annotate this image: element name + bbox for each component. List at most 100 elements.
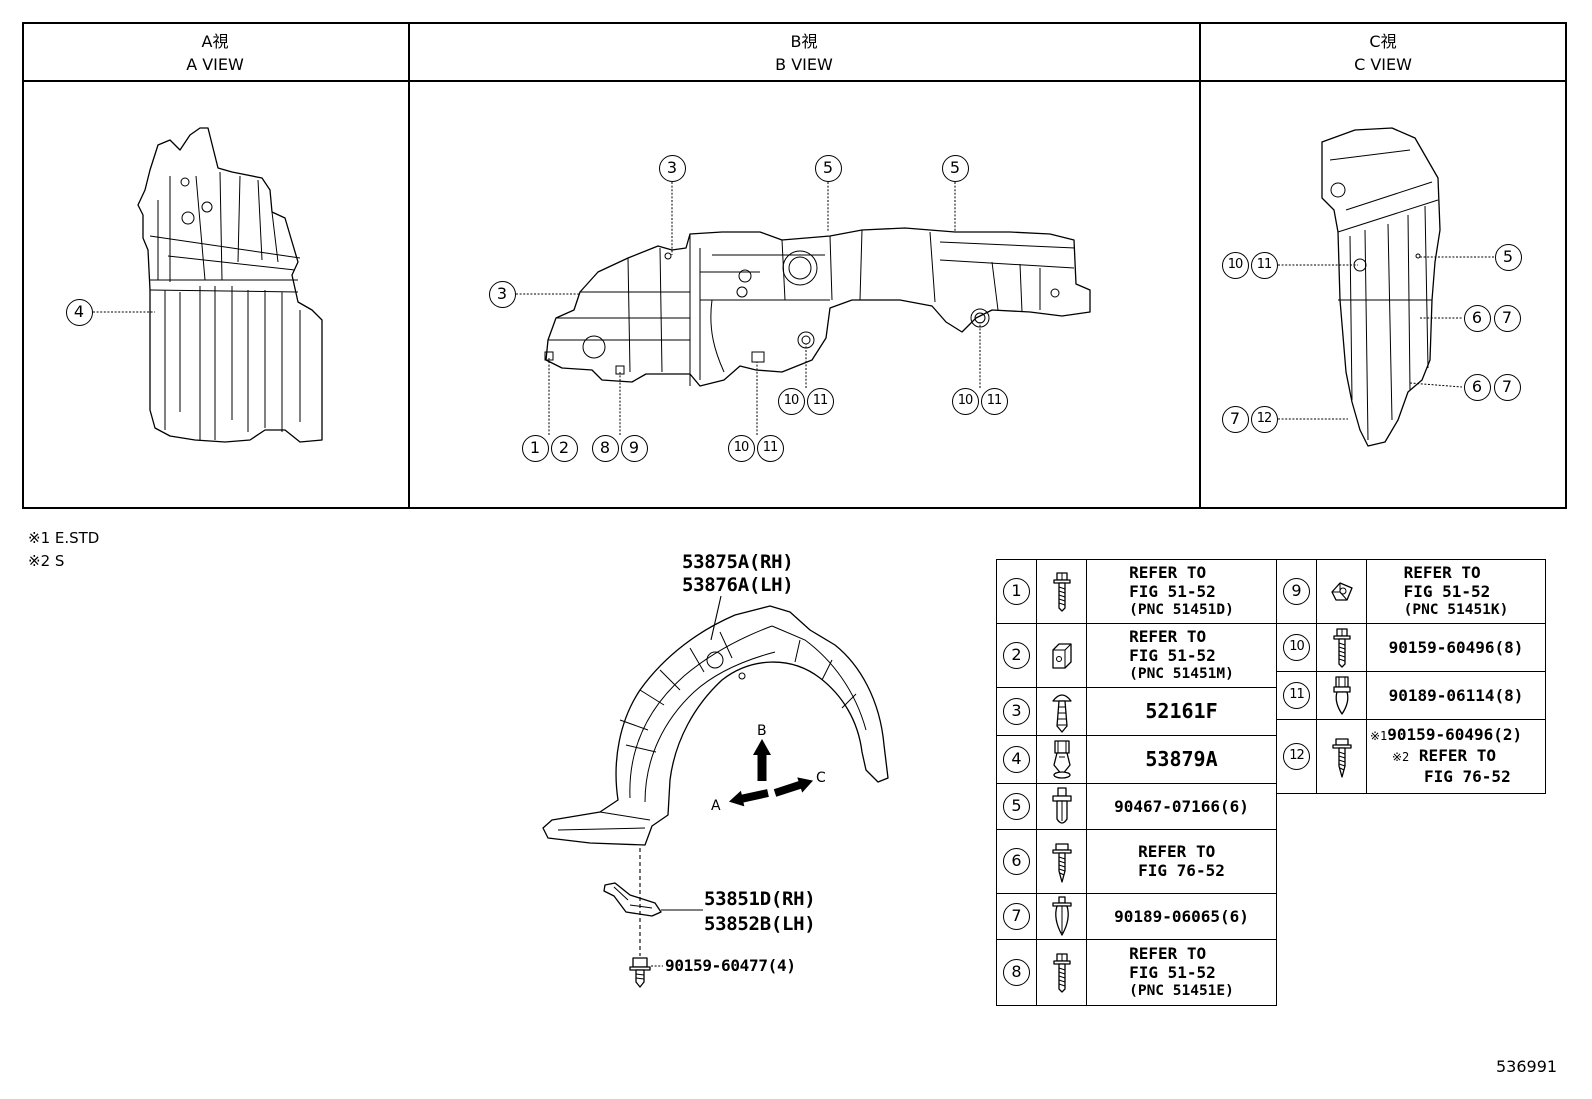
table-cell-desc: REFER TO FIG 51-52 (PNC 51451D) [1086,559,1277,624]
fender-liner-drawing [542,595,889,846]
push-rivet-icon [1050,785,1074,829]
desc-line: ※2 REFER TO [1370,746,1522,767]
callout-6: 6 [1003,848,1030,875]
callout-2: 2 [1003,642,1030,669]
tree-clip-icon [1050,690,1074,734]
part-number-bolt: 90159-60477(4) [665,956,796,975]
part-description: 90159-60496(8) [1389,638,1524,657]
table-cell-icon [1036,735,1087,784]
table-cell-no: 3 [996,687,1037,736]
frame-divider-ab [408,22,410,509]
desc-text: REFER TO [1418,746,1496,765]
direction-label-b: B [757,723,767,739]
desc-line: FIG 76-52 [1138,861,1225,880]
view-header-b: B視 B VIEW [409,32,1199,75]
frame-header-divider [22,80,1567,82]
part-description: ※190159-60496(2) ※2 REFER TO FIG 76-52 [1370,725,1522,788]
callout-5: 5 [1003,793,1030,820]
table-row: 9 REFER TO FIG 51-52 (PNC 51451K) [1276,559,1546,624]
desc-line: 52161F [1145,699,1218,723]
note-mark: ※2 [1392,750,1410,764]
table-cell-icon [1036,829,1087,894]
desc-line: (PNC 51451E) [1129,983,1234,999]
table-cell-no: 4 [996,735,1037,784]
view-title-en: B VIEW [775,55,833,74]
table-cell-desc: REFER TO FIG 51-52 (PNC 51451M) [1086,623,1277,688]
table-row: 7 90189-06065(6) [996,893,1277,940]
desc-line: REFER TO [1403,563,1481,582]
desc-line: 90189-06065(6) [1114,906,1249,926]
table-cell-no: 1 [996,559,1037,624]
desc-line: (PNC 51451K) [1403,602,1509,618]
callout-5: 5 [941,154,969,182]
u-nut-icon [1050,634,1074,678]
bolt-icon [1050,951,1074,995]
callout-4: 4 [65,298,93,326]
table-cell-desc: REFER TO FIG 51-52 (PNC 51451K) [1366,559,1546,624]
table-row: 12 ※190159-60496(2) ※2 REFER TO FIG 76-5… [1276,719,1546,794]
table-cell-desc: 90467-07166(6) [1086,783,1277,830]
callout-1: 1 [1003,578,1030,605]
table-row: 1 REFER TO FIG 51-52 (PNC 51451D) [996,559,1277,624]
table-cell-no: 9 [1276,559,1317,624]
bolt-icon [1050,570,1074,614]
callout-7: 7 [1221,405,1249,433]
push-clip-icon [1050,895,1074,939]
desc-line: REFER TO [1129,563,1207,582]
callout-11: 11 [980,387,1008,415]
callout-3: 3 [1003,698,1030,725]
desc-line: FIG 51-52 [1129,646,1216,665]
frame-divider-bc [1199,22,1201,509]
table-cell-icon [1036,783,1087,830]
parts-table-left: 1 REFER TO FIG 51-52 (PNC 51451D) 2 REFE… [996,559,1277,1006]
leader-line [516,182,981,435]
grommet-icon [1330,674,1354,718]
part-description: 52161F [1145,700,1217,722]
table-cell-icon [1316,719,1367,794]
callout-8: 8 [1003,959,1030,986]
callout-11: 11 [1283,682,1310,709]
tapping-screw-icon [1330,735,1354,779]
table-cell-icon [1036,623,1087,688]
view-title-jp: C視 [1369,32,1397,51]
table-cell-no: 11 [1276,671,1317,720]
frame-top [22,22,1567,24]
speed-nut-icon [1330,570,1354,614]
part-description: 53879A [1145,748,1217,770]
table-cell-no: 5 [996,783,1037,830]
callout-10: 10 [727,434,755,462]
table-row: 4 53879A [996,735,1277,784]
part-number-wheel-liner-lh: 53876A(LH) [682,574,794,596]
table-cell-no: 10 [1276,623,1317,672]
frame-bottom [22,507,1567,509]
callout-3: 3 [488,280,516,308]
part-description: REFER TO FIG 51-52 (PNC 51451M) [1129,627,1234,684]
tapping-screw-icon [1050,840,1074,884]
callout-6: 6 [1463,373,1491,401]
table-cell-desc: REFER TO FIG 51-52 (PNC 51451E) [1086,939,1277,1006]
part-number-bracket-rh: 53851D(RH) [704,888,816,910]
leader-line [1278,256,1494,420]
callout-9: 9 [1283,578,1310,605]
table-row: 6 REFER TO FIG 76-52 [996,829,1277,894]
table-cell-icon [1036,939,1087,1006]
direction-arrow-b [753,739,771,781]
table-cell-icon [1316,623,1367,672]
callout-12: 12 [1250,405,1278,433]
table-cell-desc: 90189-06114(8) [1366,671,1546,720]
callout-10: 10 [1283,634,1310,661]
page-id: 536991 [1496,1057,1558,1076]
note-2: ※2 S [28,552,65,570]
desc-line: 53879A [1145,747,1218,771]
part-number-wheel-liner-rh: 53875A(RH) [682,551,794,573]
desc-line: REFER TO [1138,842,1216,861]
view-title-en: A VIEW [186,55,244,74]
view-header-a: A視 A VIEW [22,32,408,75]
direction-arrow-c [773,777,814,797]
bolt-drawing [629,957,663,988]
table-cell-icon [1036,687,1087,736]
table-row: 5 90467-07166(6) [996,783,1277,830]
desc-line: 90189-06114(8) [1388,685,1524,705]
desc-line: REFER TO [1129,944,1207,963]
